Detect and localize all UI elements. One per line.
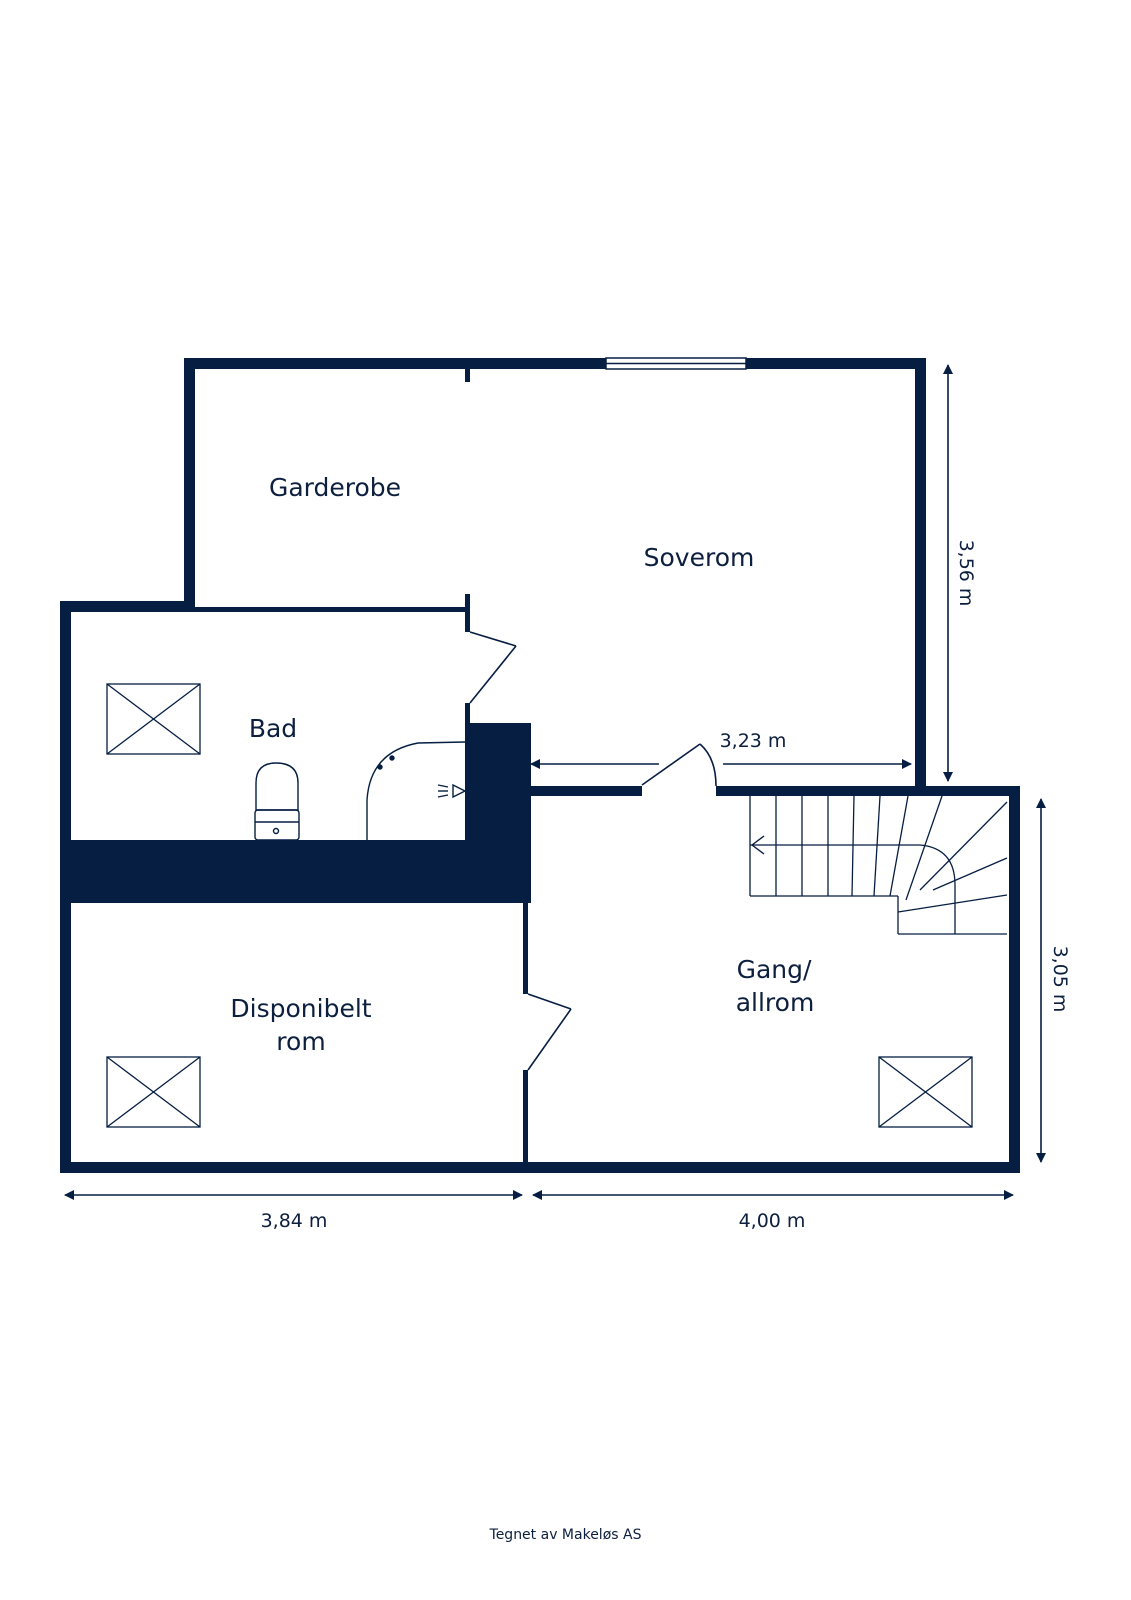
dimension-label-right-upper: 3,56 m <box>955 540 977 607</box>
wall-thick-band <box>71 840 531 903</box>
wall-garderobe-soverom-b <box>465 594 470 632</box>
room-label-soverom: Soverom <box>644 543 755 572</box>
wall-soverom-gang-left <box>527 786 642 796</box>
wall-disp-gang-a <box>523 903 528 994</box>
room-label-disponibelt: Disponibelt <box>230 994 371 1023</box>
dimension-lines <box>64 364 1046 1200</box>
room-label-bad: Bad <box>249 714 297 743</box>
wall-upper-left <box>184 358 195 611</box>
wall-bottom <box>60 1162 1020 1173</box>
dimension-label-bottom-left: 3,84 m <box>261 1210 328 1232</box>
wall-gang-top-right <box>716 786 1020 796</box>
wall-disp-gang-b <box>523 1070 528 1162</box>
window-icon <box>605 357 747 370</box>
toilet-icon <box>254 762 300 841</box>
wall-garderobe-soverom-a <box>465 369 470 382</box>
shower-icon <box>366 741 467 841</box>
room-label-disponibelt-rom: rom <box>276 1027 325 1056</box>
skylight-icon <box>106 683 201 755</box>
dimension-label-right-lower: 3,05 m <box>1049 946 1071 1013</box>
skylight-icon <box>878 1056 973 1128</box>
stairs-icon <box>749 795 1008 935</box>
wall-bad-door-right <box>465 703 470 843</box>
dimension-label-bottom-right: 4,00 m <box>739 1210 806 1232</box>
wall-upper-right <box>915 358 926 790</box>
wall-top <box>184 358 926 369</box>
credit-text: Tegnet av Makeløs AS <box>489 1527 642 1543</box>
wall-right <box>1009 786 1020 1173</box>
door-icon <box>469 631 517 704</box>
room-label-allrom: allrom <box>736 988 815 1017</box>
door-icon <box>641 743 717 787</box>
room-label-gang: Gang/ <box>737 955 812 984</box>
wall-garderobe-bad <box>195 607 468 612</box>
room-label-garderobe: Garderobe <box>269 473 401 502</box>
dimension-label-inner-width: 3,23 m <box>720 730 787 752</box>
skylight-icons <box>106 683 973 1128</box>
walls <box>60 358 1020 1173</box>
skylight-icon <box>106 1056 201 1128</box>
door-icons <box>469 631 717 1071</box>
wall-left <box>60 601 71 1173</box>
door-icon <box>527 993 572 1071</box>
wall-bad-top <box>60 601 195 612</box>
